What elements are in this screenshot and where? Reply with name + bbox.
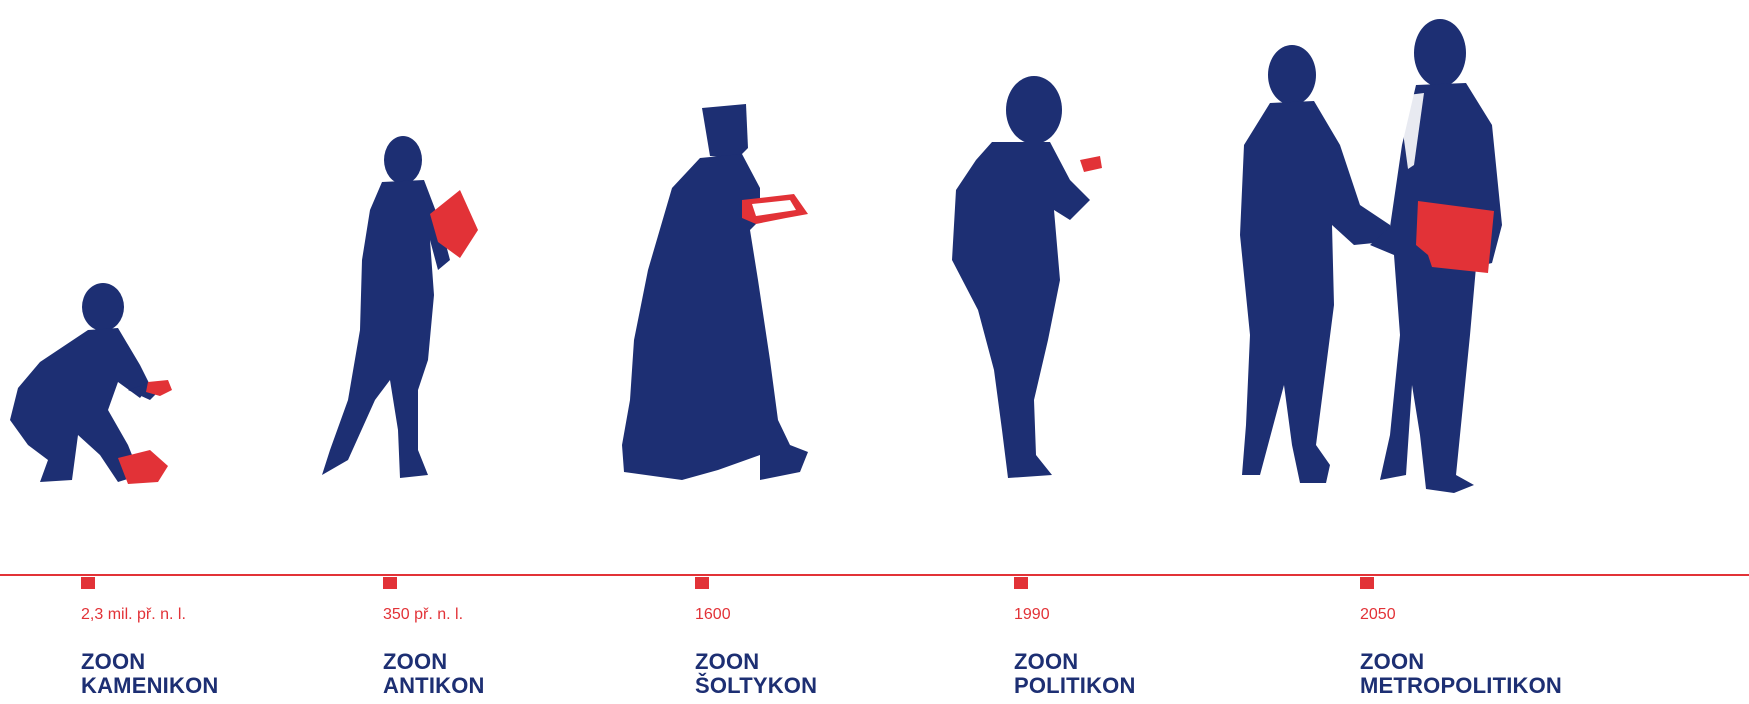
stage-title-line1: ZOON [383, 650, 485, 674]
era-label: 1600 [695, 606, 731, 624]
stage-title-line2: POLITIKON [1014, 674, 1136, 698]
stage-title-line1: ZOON [695, 650, 817, 674]
stage-title: ZOON KAMENIKON [81, 650, 218, 698]
stage-title-line1: ZOON [1014, 650, 1136, 674]
monk-reading-book-icon [610, 100, 830, 500]
stage-title-line1: ZOON [1360, 650, 1562, 674]
timeline-marker [1360, 577, 1374, 589]
stage-title: ZOON METROPOLITIKON [1360, 650, 1562, 698]
stage-title-line2: METROPOLITIKON [1360, 674, 1562, 698]
era-label: 2,3 mil. př. n. l. [81, 606, 186, 624]
timeline-marker [1014, 577, 1028, 589]
era-label: 2050 [1360, 606, 1396, 624]
era-label: 350 př. n. l. [383, 606, 463, 624]
stage-title: ZOON POLITIKON [1014, 650, 1136, 698]
stage-title-line2: ŠOLTYKON [695, 674, 817, 698]
stage-title-line2: ANTIKON [383, 674, 485, 698]
timeline-marker [383, 577, 397, 589]
stage-title: ZOON ANTIKON [383, 650, 485, 698]
standing-man-reading-scroll-icon [300, 130, 490, 490]
stage-title-line2: KAMENIKON [81, 674, 218, 698]
timeline-line [0, 574, 1749, 576]
era-label: 1990 [1014, 606, 1050, 624]
timeline-marker [81, 577, 95, 589]
timeline-marker [695, 577, 709, 589]
crouching-man-with-stone-icon [0, 270, 200, 500]
stage-title-line1: ZOON [81, 650, 218, 674]
man-with-phone-icon [930, 70, 1130, 490]
businessmen-handshake-icon [1230, 5, 1520, 495]
stage-title: ZOON ŠOLTYKON [695, 650, 817, 698]
